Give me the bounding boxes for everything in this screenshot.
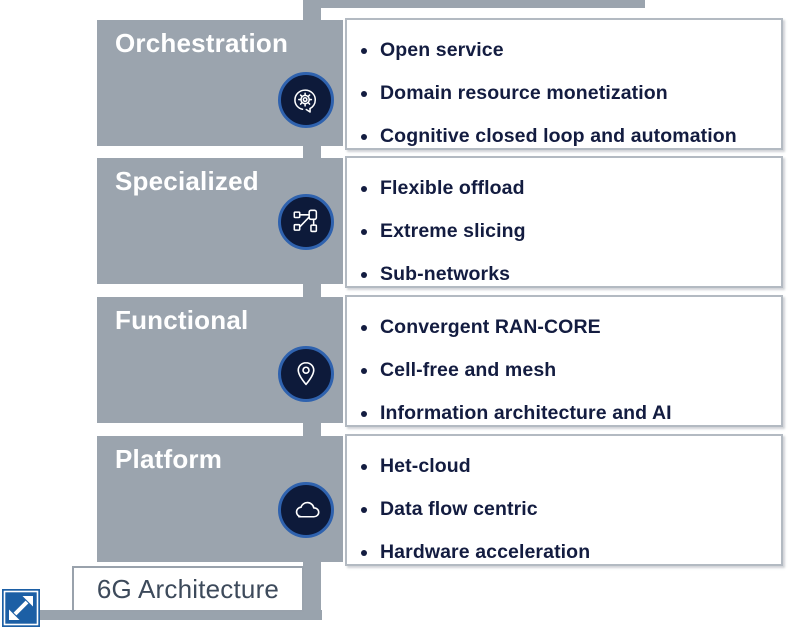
- bullet-list: Het-cloud Data flow centric Hardware acc…: [345, 434, 783, 566]
- bullet-item: Convergent RAN-CORE: [347, 306, 781, 349]
- expand-arrows-icon[interactable]: [2, 589, 40, 627]
- bullet-dot: [361, 549, 367, 556]
- bullet-text: Cognitive closed loop and automation: [380, 125, 737, 147]
- bullet-text: Extreme slicing: [380, 220, 526, 242]
- bullet-item: Extreme slicing: [347, 210, 781, 253]
- layer-label-box: Specialized: [97, 158, 343, 284]
- bullet-item: Hardware acceleration: [347, 531, 781, 574]
- architecture-label: 6G Architecture: [96, 573, 280, 604]
- bullet-dot: [361, 185, 367, 192]
- bullet-item: Information architecture and AI: [347, 392, 781, 435]
- bullet-dot: [361, 506, 367, 513]
- bullet-text: Flexible offload: [380, 177, 525, 199]
- bullet-item: Domain resource monetization: [347, 72, 781, 115]
- bullet-item: Cell-free and mesh: [347, 349, 781, 392]
- bullet-item: Flexible offload: [347, 167, 781, 210]
- layer-label: Orchestration: [115, 28, 289, 58]
- layer-label-box: Orchestration: [97, 20, 343, 146]
- network-nodes-icon: [278, 194, 334, 250]
- layer-label: Functional: [115, 305, 249, 335]
- bullet-text: Cell-free and mesh: [380, 359, 557, 381]
- connector-top-bar: [303, 0, 645, 8]
- bullet-text: Information architecture and AI: [380, 402, 672, 424]
- architecture-label-box: 6G Architecture: [72, 566, 304, 612]
- bullet-dot: [361, 47, 367, 54]
- bullet-dot: [361, 90, 367, 97]
- brain-gear-icon: [278, 72, 334, 128]
- bullet-text: Hardware acceleration: [380, 541, 591, 563]
- connector-bottom-bar: [25, 610, 322, 620]
- bullet-text: Sub-networks: [380, 263, 511, 285]
- bullet-dot: [361, 228, 367, 235]
- layer-label: Platform: [115, 444, 223, 474]
- bullet-list: Convergent RAN-CORE Cell-free and mesh I…: [345, 295, 783, 427]
- bullet-text: Open service: [380, 39, 504, 61]
- bullet-item: Sub-networks: [347, 253, 781, 296]
- bullet-text: Domain resource monetization: [380, 82, 668, 104]
- bullet-item: Het-cloud: [347, 445, 781, 488]
- bullet-dot: [361, 463, 367, 470]
- bullet-dot: [361, 133, 367, 140]
- bullet-text: Convergent RAN-CORE: [380, 316, 601, 338]
- layer-label: Specialized: [115, 166, 259, 196]
- bullet-item: Cognitive closed loop and automation: [347, 115, 781, 158]
- layer-label-box: Functional: [97, 297, 343, 423]
- bullet-item: Open service: [347, 29, 781, 72]
- layer-label-box: Platform: [97, 436, 343, 562]
- location-pin-icon: [278, 346, 334, 402]
- bullet-dot: [361, 367, 367, 374]
- bullet-dot: [361, 271, 367, 278]
- bullet-dot: [361, 410, 367, 417]
- bullet-list: Flexible offload Extreme slicing Sub-net…: [345, 156, 783, 288]
- bullet-item: Data flow centric: [347, 488, 781, 531]
- bullet-list: Open service Domain resource monetizatio…: [345, 18, 783, 150]
- bullet-text: Data flow centric: [380, 498, 538, 520]
- bullet-dot: [361, 324, 367, 331]
- cloud-icon: [278, 482, 334, 538]
- bullet-text: Het-cloud: [380, 455, 471, 477]
